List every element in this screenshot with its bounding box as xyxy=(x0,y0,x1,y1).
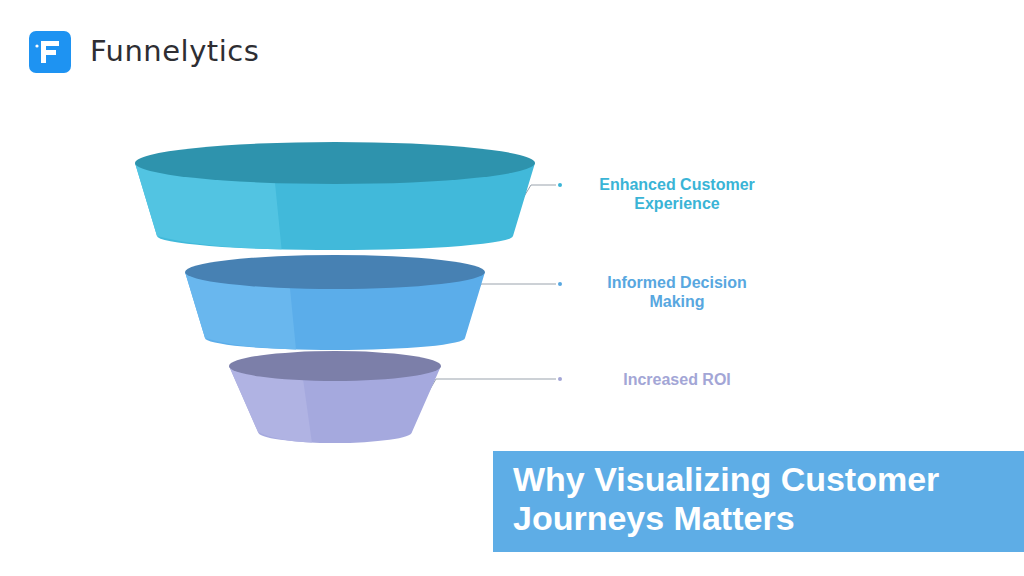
band-top xyxy=(229,351,441,381)
logo-square xyxy=(29,31,71,73)
funnel-band: Informed Decision Making xyxy=(120,253,800,352)
band-label: Informed Decision Making xyxy=(582,273,772,311)
leader-dot xyxy=(558,183,562,187)
title-banner: Why Visualizing Customer Journeys Matter… xyxy=(493,451,1024,552)
leader-line xyxy=(471,284,556,302)
band-label: Enhanced Customer Experience xyxy=(582,175,772,213)
band-label: Increased ROI xyxy=(582,370,772,389)
leader-line xyxy=(426,379,556,396)
logo-glyph xyxy=(41,41,59,63)
funnel-band: Enhanced Customer Experience xyxy=(120,140,800,252)
brand-name: Funnelytics xyxy=(90,34,259,68)
logo-dot xyxy=(35,44,38,47)
band-shape xyxy=(120,349,800,445)
logo-icon xyxy=(29,31,71,73)
leader-dot xyxy=(558,282,562,286)
leader-dot xyxy=(558,377,562,381)
band-top xyxy=(135,142,535,184)
band-top xyxy=(185,255,485,289)
funnel-band: Increased ROI xyxy=(120,349,800,445)
